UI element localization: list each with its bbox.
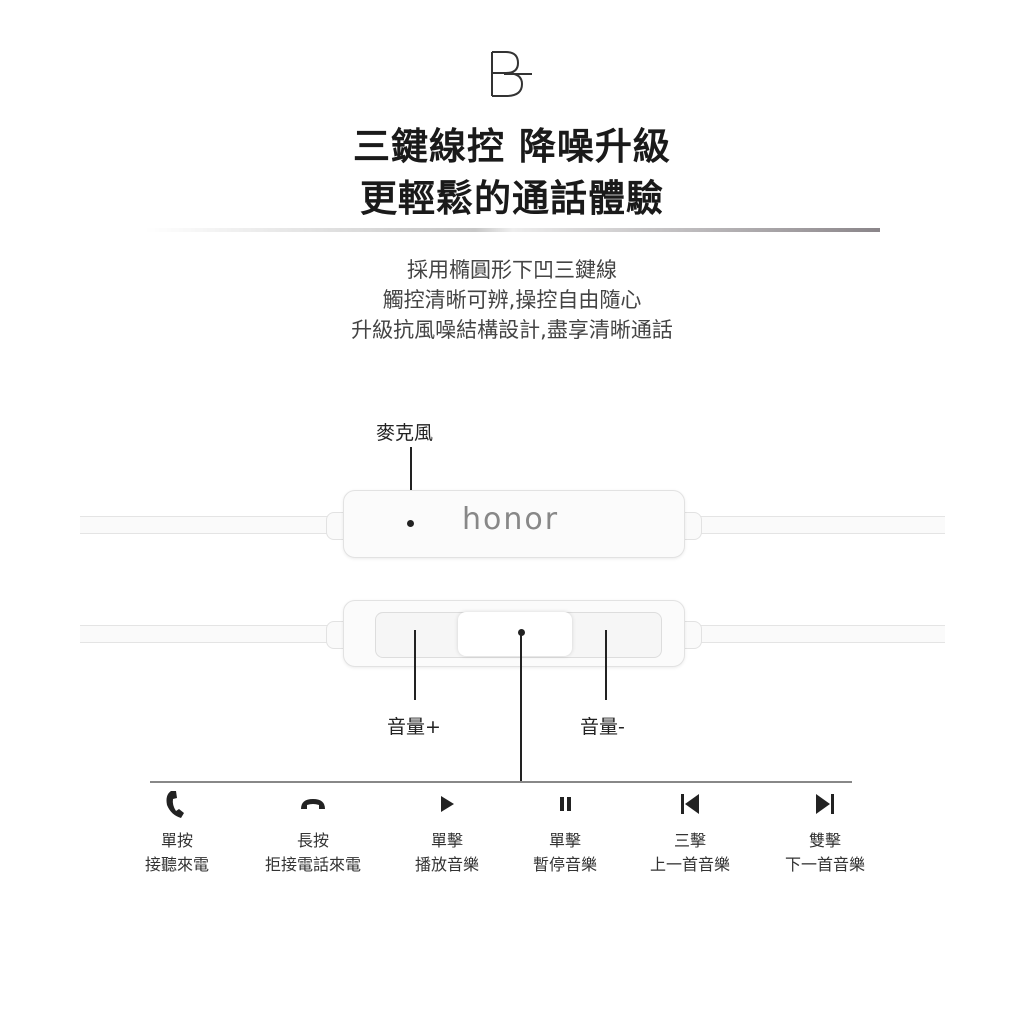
play-icon [377,789,517,819]
function-result: 上一首音樂 [649,855,730,874]
divider [145,228,880,232]
baseline [150,781,852,783]
description-line: 升級抗風噪結構設計,盡享清晰通話 [351,318,673,342]
next-track-icon [755,789,895,819]
function-previous-track: 三擊 上一首音樂 [620,789,760,877]
description-line: 採用橢圓形下凹三鍵線 [407,258,617,282]
function-action: 三擊 [673,831,706,850]
function-answer-call: 單按 接聽來電 [107,789,247,877]
function-action: 單擊 [548,831,581,850]
mic-remote [343,490,685,558]
headline-line-2: 更輕鬆的通話體驗 [360,177,664,220]
center-button [458,612,572,656]
brand-logo [491,51,532,97]
phone-icon [107,789,247,819]
vol-down-label: 音量- [580,716,625,738]
function-action: 長按 [296,831,329,850]
hang-up-icon [243,789,383,819]
function-result: 下一首音樂 [784,855,865,874]
vol-down-pointer [605,630,607,700]
mic-pointer [410,447,412,519]
brand-text: honor [462,502,560,537]
function-reject-call: 長按 拒接電話來電 [243,789,383,877]
function-pause: 單擊 暫停音樂 [495,789,635,877]
function-result: 拒接電話來電 [264,855,361,874]
function-play: 單擊 播放音樂 [377,789,517,877]
mic-label: 麥克風 [376,422,434,444]
function-action: 雙擊 [808,831,841,850]
center-button-dot [518,629,525,636]
function-result: 播放音樂 [414,855,479,874]
description-line: 觸控清晰可辨,操控自由隨心 [382,288,642,312]
center-pointer [520,634,522,782]
vol-up-label: 音量+ [387,716,441,738]
function-next-track: 雙擊 下一首音樂 [755,789,895,877]
function-action: 單擊 [430,831,463,850]
headline-line-1: 三鍵線控 降噪升級 [353,125,671,168]
previous-track-icon [620,789,760,819]
function-result: 接聽來電 [144,855,209,874]
mic-hole [407,520,414,527]
pause-icon [495,789,635,819]
vol-up-pointer [414,630,416,700]
function-action: 單按 [160,831,193,850]
function-result: 暫停音樂 [532,855,597,874]
